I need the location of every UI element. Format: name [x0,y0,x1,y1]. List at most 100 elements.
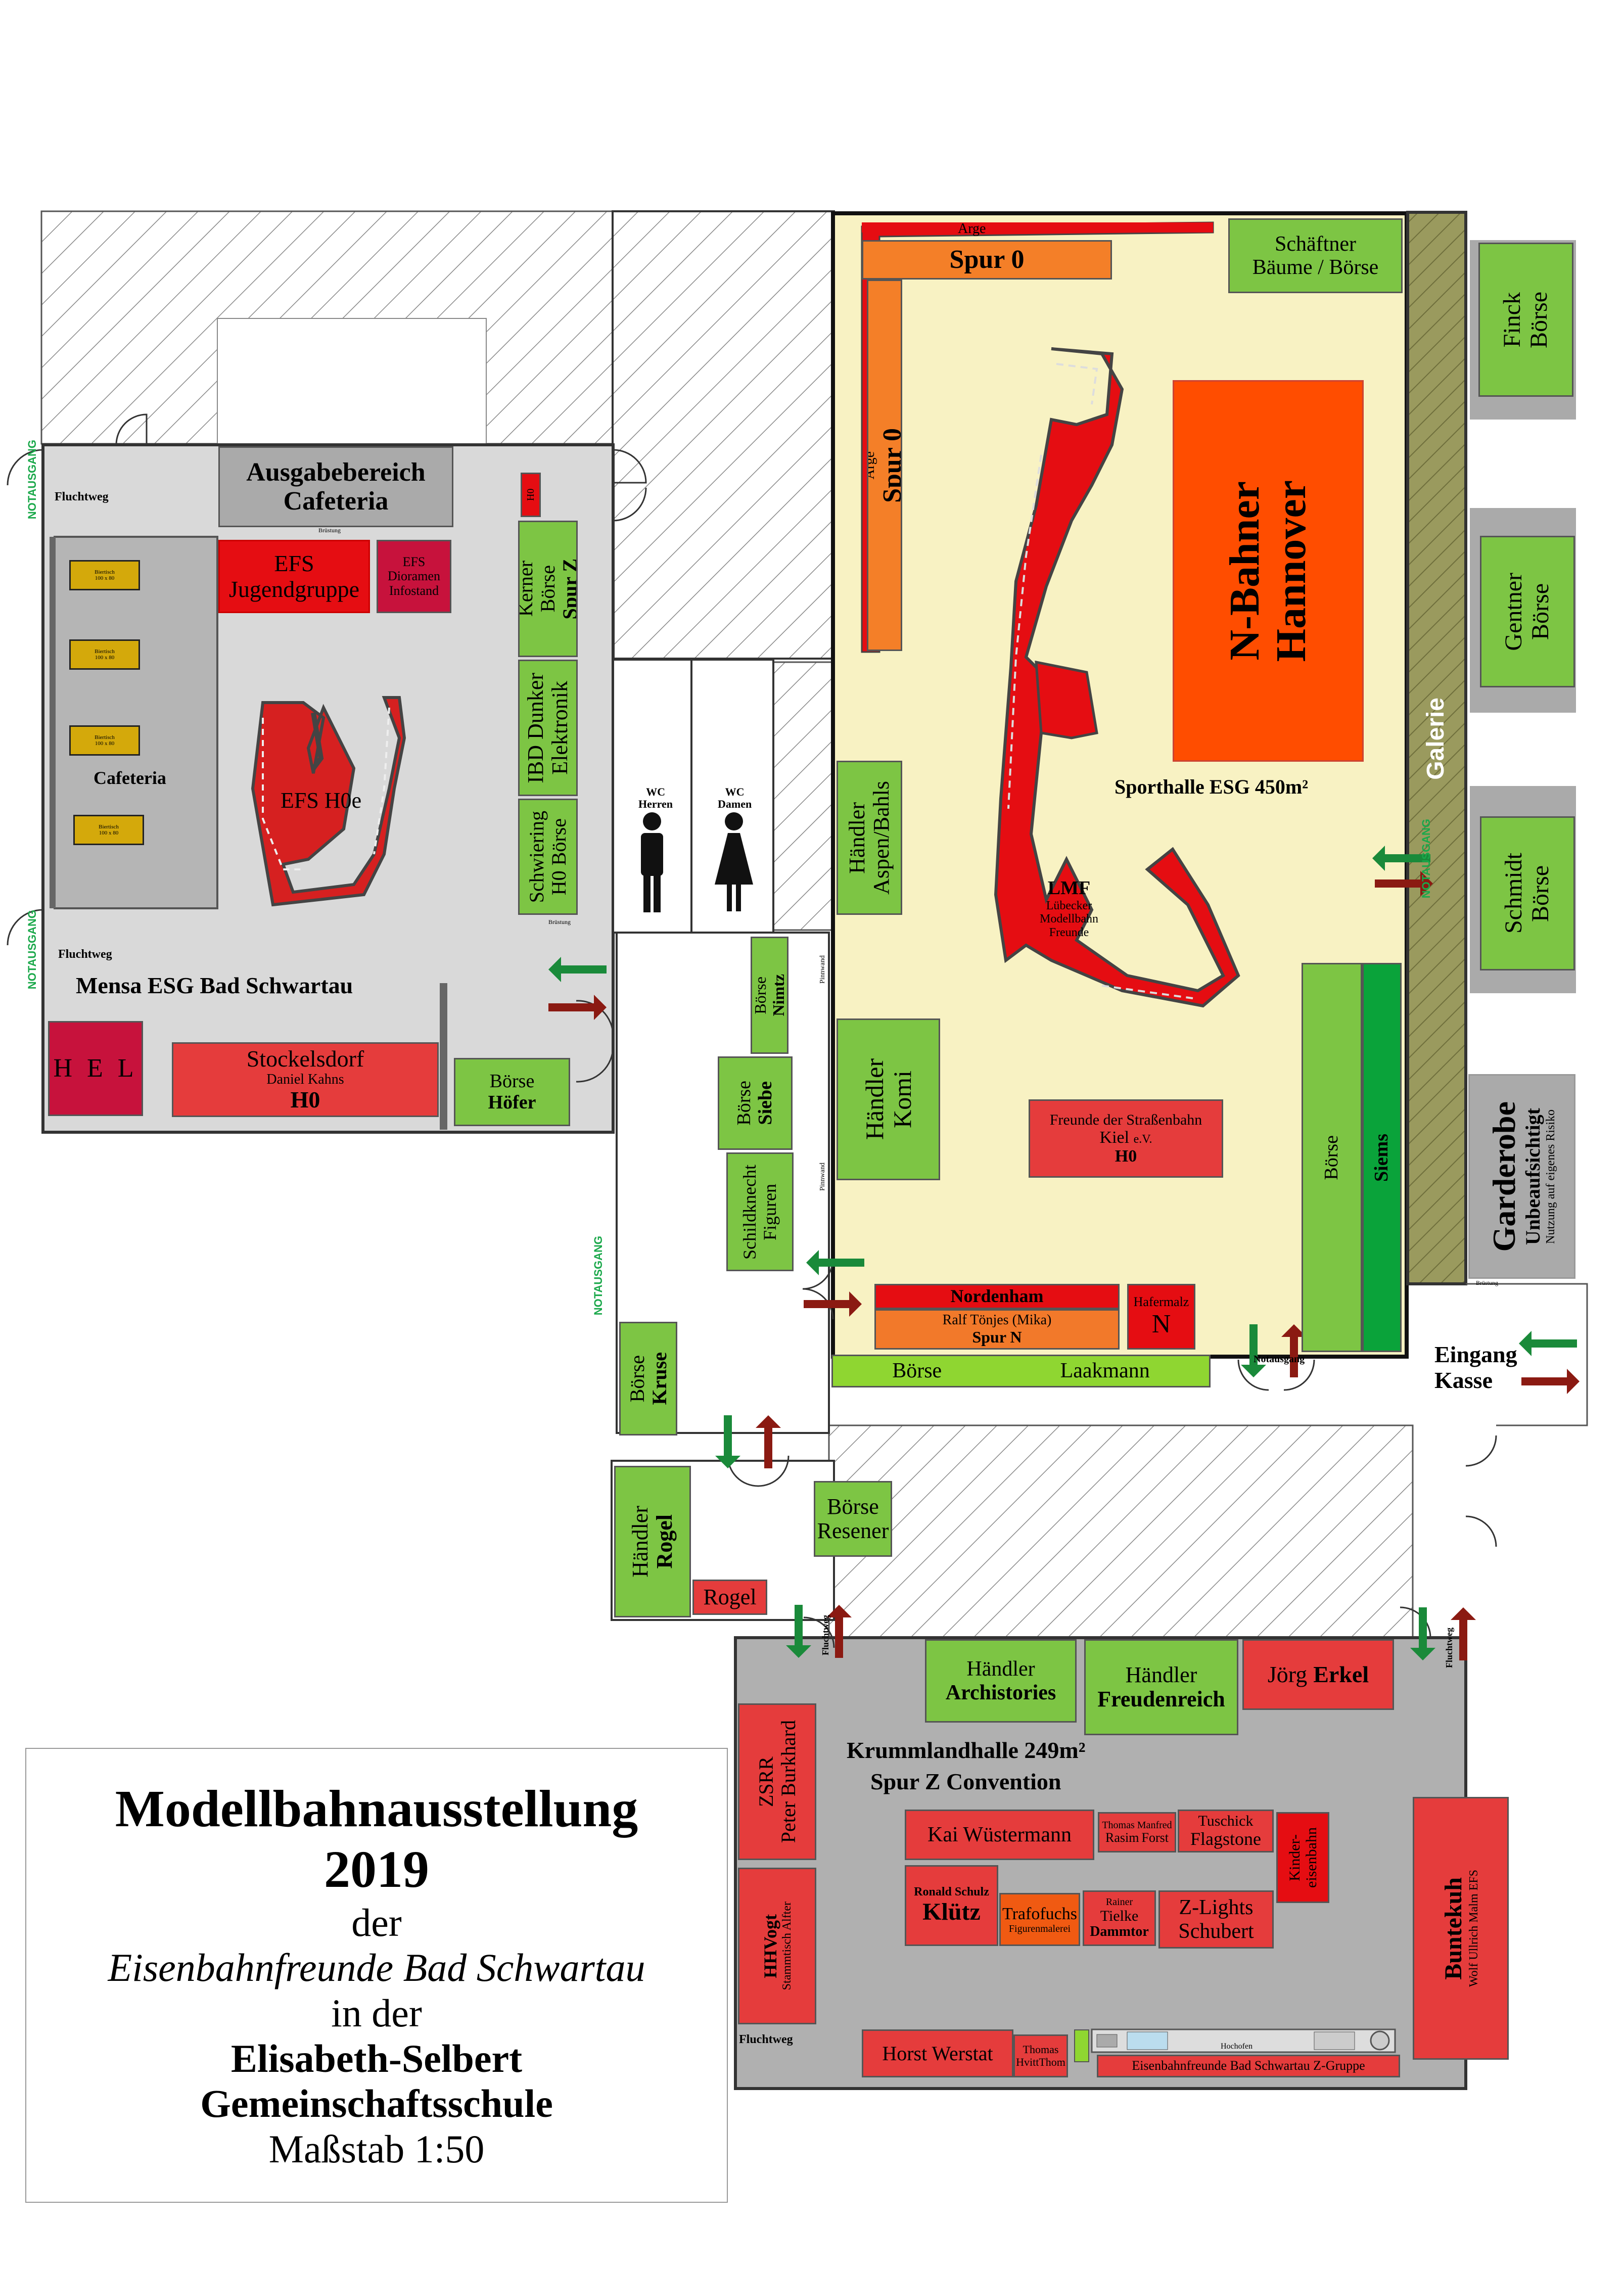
door [803,1616,835,1648]
door [613,487,647,522]
fluchtweg-label: Fluchtweg [55,490,109,503]
booth-siems: Siems [1362,963,1402,1352]
title-line-1: Modellbahnausstellung [115,1780,638,1838]
hatched-area-corridor [772,661,835,931]
booth-nordenham: Nordenham [874,1284,1120,1309]
courtyard [217,318,487,445]
fluchtweg-label: Fluchtweg [1444,1628,1454,1668]
bruestung-label: Brüstung [318,527,341,534]
spur0-track-outer [861,221,1214,653]
fluchtweg-label: Fluchtweg [58,948,112,961]
title-line-6: Elisabeth-Selbert [230,2036,523,2080]
title-line-8: Maßstab 1:50 [268,2126,485,2171]
booth-h0-small: H0 [521,473,541,517]
door [7,909,43,946]
pinnwand-label: Pinnwand [819,955,826,984]
notausgang-bottom-label: Notausgang [1254,1354,1305,1365]
galerie-strip [1406,211,1467,1285]
title-line-2: 2019 [324,1840,429,1898]
mensa-wall-strip [50,537,56,908]
door [613,449,647,484]
krummlandhalle-name: Krummlandhalle 249m² [847,1737,1086,1763]
efs-h0e-track [251,696,406,907]
title-line-5: in der [331,1990,422,2035]
door [1237,1359,1269,1391]
booth-efs-z-gruppe: Eisenbahnfreunde Bad Schwartau Z-Gruppe [1097,2055,1400,2077]
bruestung-label-2: Brüstung [548,918,571,925]
bruestung-label-3: Brüstung [1476,1279,1499,1286]
booth-boerse-siems: Börse [1302,963,1362,1352]
door [1465,1435,1497,1467]
exit-arrows [548,846,1580,1660]
hatched-area-stair [612,210,835,660]
title-line-7: Gemeinschaftsschule [200,2081,553,2126]
booth-small-green [1074,2029,1089,2062]
wc-women-icon [715,812,753,911]
arge-top-label: Arge [958,221,986,237]
notausgang-label-2: NOTAUSGANG [26,910,38,990]
sporthalle-name: Sporthalle ESG 450m² [1115,775,1309,798]
door [115,413,148,445]
krummlandhalle-sub: Spur Z Convention [870,1769,1061,1794]
efs-h0e-label: EFS H0e [281,788,362,813]
booth-hel: H E L [48,1021,143,1116]
door [576,1046,614,1083]
n-bahner-track [994,347,1240,1008]
booth-rogel: Rogel [692,1580,767,1615]
mensa-pillar [440,983,447,1130]
door [802,1288,834,1320]
booth-horst-werstat: Horst Werstat [862,2029,1013,2077]
notausgang-label-3: NOTAUSGANG [592,1236,605,1316]
notausgang-label-1: NOTAUSGANG [26,440,38,520]
fluchtweg-label: Fluchtweg [739,2033,793,2046]
cafeteria-area [54,536,218,909]
door [758,1455,790,1487]
mensa-name: Mensa ESG Bad Schwartau [76,972,353,998]
door [1465,1515,1497,1547]
booth-kindereisenbahn: Kinder-eisenbahn [1276,1812,1329,1903]
door [1283,1359,1315,1391]
booth-ralf-toenjes: Ralf Tönjes (Mika)Spur N [874,1309,1120,1350]
